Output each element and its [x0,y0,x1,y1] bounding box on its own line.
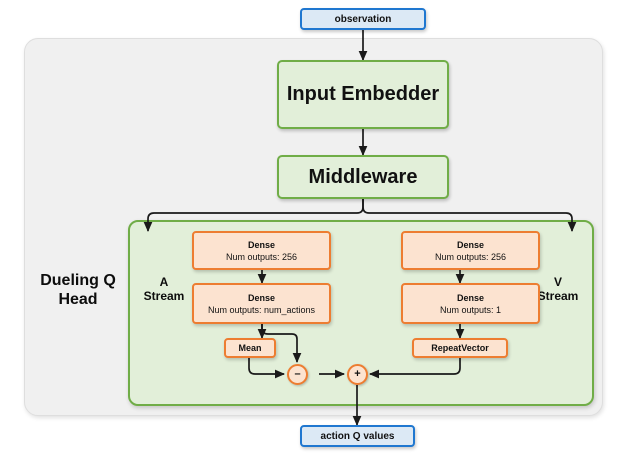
node-v-dense-1-title: Dense [456,239,484,250]
label-v-stream: V Stream [537,275,579,304]
node-mean-label: Mean [238,343,262,353]
node-v-dense-2[interactable]: Dense Num outputs: 1 [401,283,540,324]
node-mean[interactable]: Mean [224,338,276,358]
node-a-dense-1-subtitle: Num outputs: 256 [225,251,298,262]
node-middleware-label: Middleware [308,165,418,188]
label-a-stream: A Stream [143,275,185,304]
io-node-action-q-values[interactable]: action Q values [300,425,415,447]
node-v-dense-2-subtitle: Num outputs: 1 [439,304,502,315]
node-repeat-vector-label: RepeatVector [431,343,489,353]
node-input-embedder[interactable]: Input Embedder [277,60,449,129]
label-dueling-q-head: Dueling Q Head [40,272,116,308]
operator-subtract[interactable]: – [287,364,308,385]
node-a-dense-2-subtitle: Num outputs: num_actions [207,304,316,315]
operator-subtract-symbol: – [294,368,301,380]
node-v-dense-2-title: Dense [456,292,484,303]
node-v-dense-1[interactable]: Dense Num outputs: 256 [401,231,540,270]
node-repeat-vector[interactable]: RepeatVector [412,338,508,358]
node-middleware[interactable]: Middleware [277,155,449,199]
node-v-dense-1-subtitle: Num outputs: 256 [434,251,507,262]
node-a-dense-1[interactable]: Dense Num outputs: 256 [192,231,331,270]
io-node-observation[interactable]: observation [300,8,426,30]
node-a-dense-2[interactable]: Dense Num outputs: num_actions [192,283,331,324]
node-input-embedder-label: Input Embedder [286,83,440,105]
node-a-dense-1-title: Dense [247,239,275,250]
io-node-observation-label: observation [334,13,392,25]
operator-add-symbol: + [354,368,361,380]
io-node-action-q-values-label: action Q values [320,430,395,442]
node-a-dense-2-title: Dense [247,292,275,303]
operator-add[interactable]: + [347,364,368,385]
